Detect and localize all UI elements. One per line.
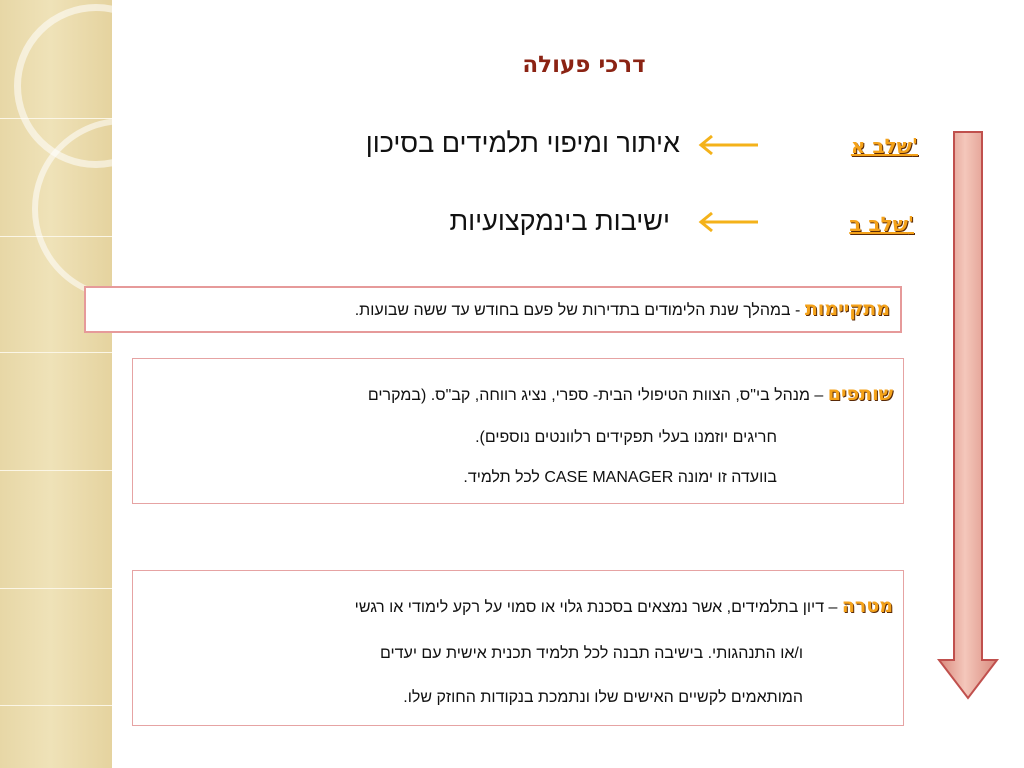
strip-divider (0, 588, 112, 589)
arrow-left-icon (698, 211, 758, 233)
meetings-keyword: מתקיימות (804, 298, 890, 320)
decorative-side-strip (0, 0, 112, 768)
goal-line-2: ו/או התנהגותי. בישיבה תבנה לכל תלמיד תכנ… (379, 645, 803, 662)
partners-line-3: בוועדה זו ימונה CASE MANAGER לכל תלמיד. (463, 469, 777, 486)
goal-line-3: המותאמים לקשיים האישים שלו ונתמכת בנקודו… (403, 689, 803, 706)
goal-keyword: מטרה (841, 595, 893, 617)
partners-keyword: שותפים (827, 383, 893, 405)
meetings-box: מתקיימות - במהלך שנת הלימודים בתדירות של… (84, 286, 902, 333)
partners-box: שותפים – מנהל בי"ס, הצוות הטיפולי הבית- … (132, 358, 904, 504)
partners-text-1: – מנהל בי"ס, הצוות הטיפולי הבית- ספרי, נ… (367, 387, 828, 404)
page-title: דרכי פעולה (522, 52, 646, 78)
stage-b-label: שלב ב' (849, 212, 914, 236)
stage-a-text: איתור ומיפוי תלמידים בסיכון (365, 128, 680, 158)
partners-line-2: חריגים יוזמנו בעלי תפקידים רלוונטים נוספ… (475, 429, 777, 446)
goal-line-1: מטרה – דיון בתלמידים, אשר נמצאים בסכנת ג… (355, 595, 893, 617)
goal-box: מטרה – דיון בתלמידים, אשר נמצאים בסכנת ג… (132, 570, 904, 726)
meetings-text: - במהלך שנת הלימודים בתדירות של פעם בחוד… (354, 302, 805, 319)
arrow-left-icon (698, 134, 758, 156)
goal-text-1: – דיון בתלמידים, אשר נמצאים בסכנת גלוי א… (354, 599, 842, 616)
stage-a-label: שלב א' (850, 134, 918, 158)
strip-divider (0, 352, 112, 353)
stage-b-text: ישיבות בינמקצועיות (449, 206, 670, 236)
strip-divider (0, 705, 112, 706)
timeline-down-arrow-icon (936, 131, 1000, 700)
strip-divider (0, 470, 112, 471)
meetings-line: מתקיימות - במהלך שנת הלימודים בתדירות של… (355, 298, 890, 320)
partners-line-1: שותפים – מנהל בי"ס, הצוות הטיפולי הבית- … (368, 383, 893, 405)
